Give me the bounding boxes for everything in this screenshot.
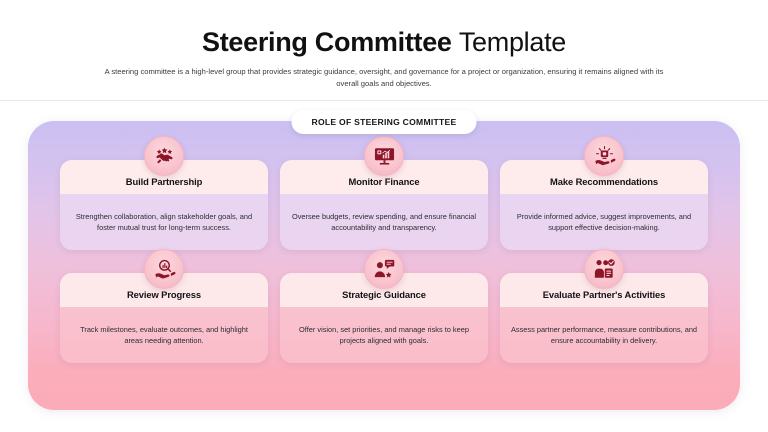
card-inner: Strategic Guidance Offer vision, set pri… bbox=[280, 273, 488, 363]
page-title: Steering Committee Template bbox=[0, 0, 768, 58]
card-description: Oversee budgets, review spending, and en… bbox=[291, 211, 477, 232]
card-review-progress[interactable]: Review Progress Track milestones, evalua… bbox=[60, 249, 268, 363]
role-card-grid: Build Partnership Strengthen collaborati… bbox=[28, 121, 740, 410]
card-title: Strategic Guidance bbox=[342, 289, 426, 300]
hand-magnifier-chart-icon bbox=[144, 249, 184, 289]
people-check-icon bbox=[584, 249, 624, 289]
card-make-recommendations[interactable]: Make Recommendations Provide informed ad… bbox=[500, 136, 708, 250]
card-description: Track milestones, evaluate outcomes, and… bbox=[80, 324, 248, 345]
card-body: Strengthen collaboration, align stakehol… bbox=[60, 194, 268, 250]
card-body: Assess partner performance, measure cont… bbox=[500, 307, 708, 363]
card-monitor-finance[interactable]: Monitor Finance Oversee budgets, review … bbox=[280, 136, 488, 250]
card-title: Monitor Finance bbox=[348, 176, 420, 187]
page-subtitle: A steering committee is a high-level gro… bbox=[104, 67, 664, 88]
card-description: Offer vision, set priorities, and manage… bbox=[299, 324, 469, 345]
card-description: Strengthen collaboration, align stakehol… bbox=[75, 211, 253, 232]
card-title: Review Progress bbox=[126, 289, 202, 300]
card-inner: Build Partnership Strengthen collaborati… bbox=[60, 160, 268, 250]
card-title: Evaluate Partner's Activities bbox=[542, 289, 666, 300]
page-title-bold: Steering Committee bbox=[201, 27, 452, 57]
card-description: Assess partner performance, measure cont… bbox=[510, 324, 698, 345]
card-evaluate-partners-activities[interactable]: Evaluate Partner's Activities Assess par… bbox=[500, 249, 708, 363]
hand-lightbulb-icon bbox=[584, 136, 624, 176]
card-body: Offer vision, set priorities, and manage… bbox=[280, 307, 488, 363]
handshake-stars-icon bbox=[144, 136, 184, 176]
card-strategic-guidance[interactable]: Strategic Guidance Offer vision, set pri… bbox=[280, 249, 488, 363]
page-header: Steering Committee Template A steering c… bbox=[0, 0, 768, 101]
section-badge: ROLE OF STEERING COMMITTEE bbox=[291, 110, 477, 134]
person-speech-bubble-icon bbox=[364, 249, 404, 289]
monitor-chart-icon bbox=[364, 136, 404, 176]
card-title: Build Partnership bbox=[125, 176, 203, 187]
card-body: Provide informed advice, suggest improve… bbox=[500, 194, 708, 250]
card-title: Make Recommendations bbox=[550, 176, 658, 187]
page-title-light: Template bbox=[458, 27, 566, 57]
card-body: Oversee budgets, review spending, and en… bbox=[280, 194, 488, 250]
card-row-top: Build Partnership Strengthen collaborati… bbox=[60, 136, 708, 250]
card-description: Provide informed advice, suggest improve… bbox=[516, 211, 692, 232]
card-body: Track milestones, evaluate outcomes, and… bbox=[60, 307, 268, 363]
card-row-bottom: Review Progress Track milestones, evalua… bbox=[60, 249, 708, 363]
card-build-partnership[interactable]: Build Partnership Strengthen collaborati… bbox=[60, 136, 268, 250]
